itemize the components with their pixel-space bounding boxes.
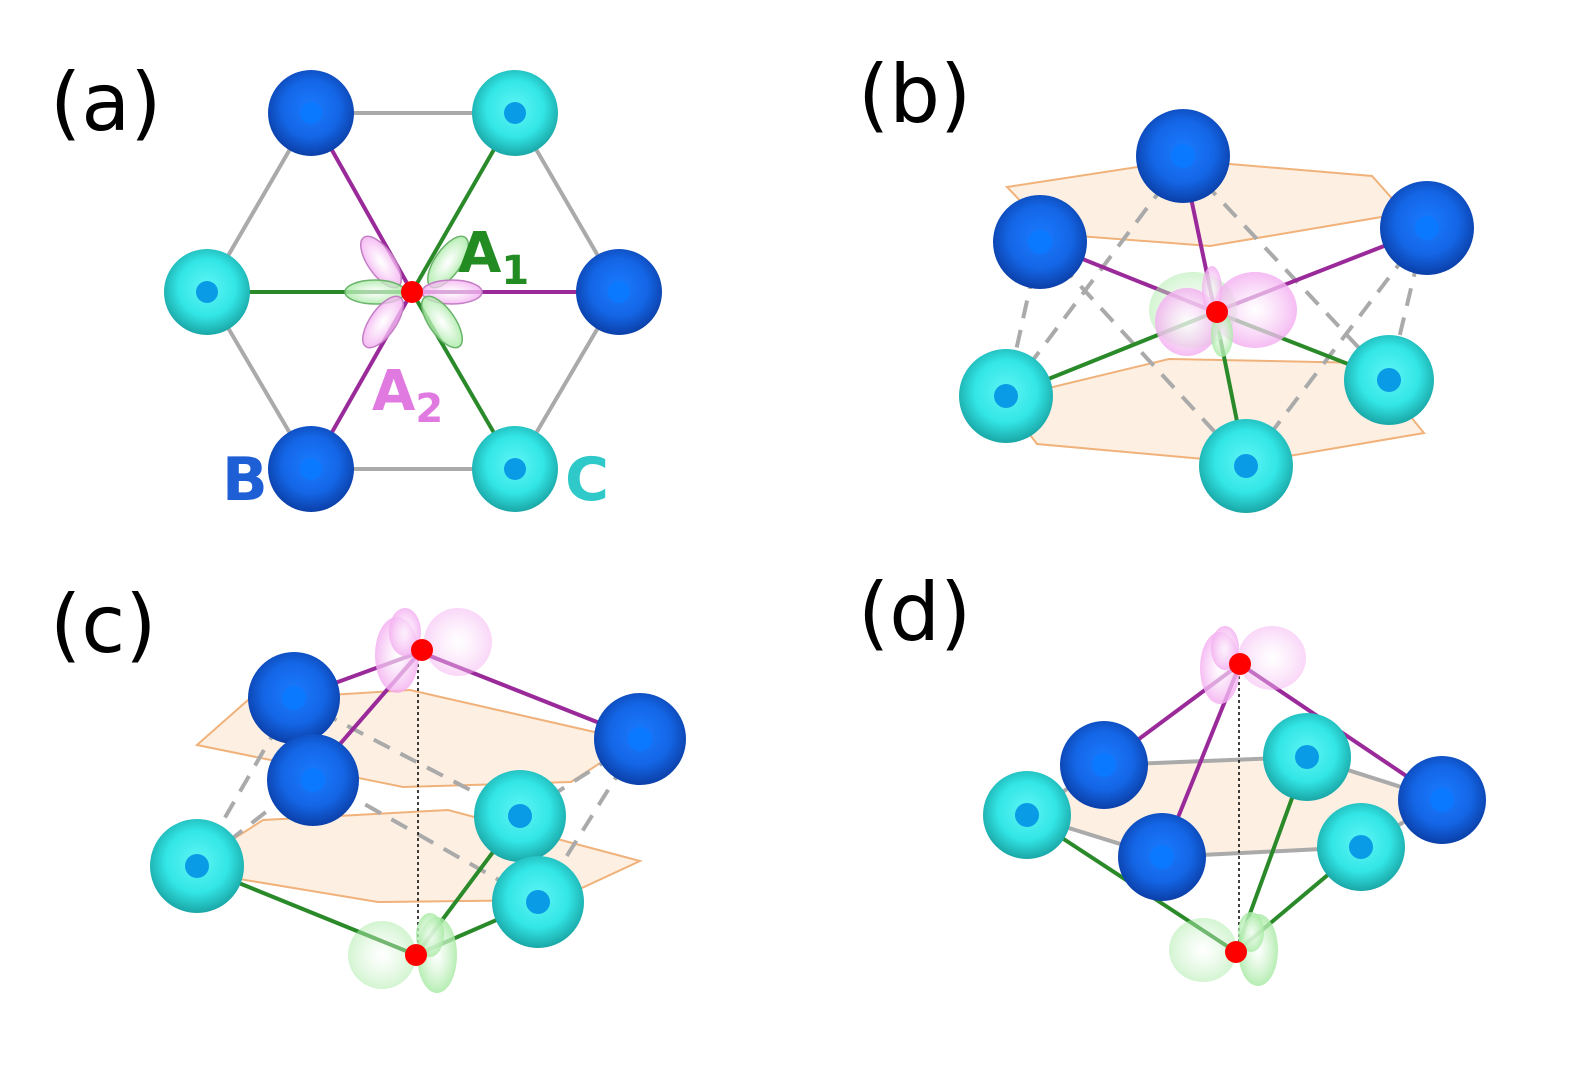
orbital-lobes-b xyxy=(1149,266,1297,357)
center-atom-d-bottom xyxy=(1225,941,1247,963)
label-a2: A2 xyxy=(372,359,443,432)
center-atom-c-top xyxy=(411,639,433,661)
orbital-lobes-d-bottom xyxy=(1169,912,1278,986)
orbital-lobes-c-bottom xyxy=(348,913,457,993)
atoms-b-bottom xyxy=(959,335,1434,513)
plane-bottom-b xyxy=(1001,357,1426,465)
orbital-lobes-c-top xyxy=(375,608,492,693)
panel-b xyxy=(959,109,1474,513)
orbital-lobes-d-top xyxy=(1200,626,1306,704)
panel-label-c: (c) xyxy=(50,578,156,671)
center-atom-c-bottom xyxy=(405,944,427,966)
panel-label-a: (a) xyxy=(50,56,161,149)
center-atom-a xyxy=(401,281,423,303)
panel-label-d: (d) xyxy=(858,566,971,659)
atoms-a xyxy=(164,70,662,512)
panel-d xyxy=(983,626,1486,986)
label-b: B xyxy=(222,445,268,515)
atoms-d xyxy=(983,713,1486,901)
center-atom-b xyxy=(1206,301,1228,323)
label-a1: A1 xyxy=(458,221,529,294)
atoms-b-top xyxy=(993,109,1474,289)
orbital-lobes-a xyxy=(344,235,483,349)
panel-c xyxy=(150,608,686,993)
label-c: C xyxy=(565,445,609,515)
panel-a: A1 A2 B C xyxy=(164,70,662,515)
panel-label-b: (b) xyxy=(858,48,971,141)
atoms-c xyxy=(150,652,686,948)
center-atom-d-top xyxy=(1229,653,1251,675)
